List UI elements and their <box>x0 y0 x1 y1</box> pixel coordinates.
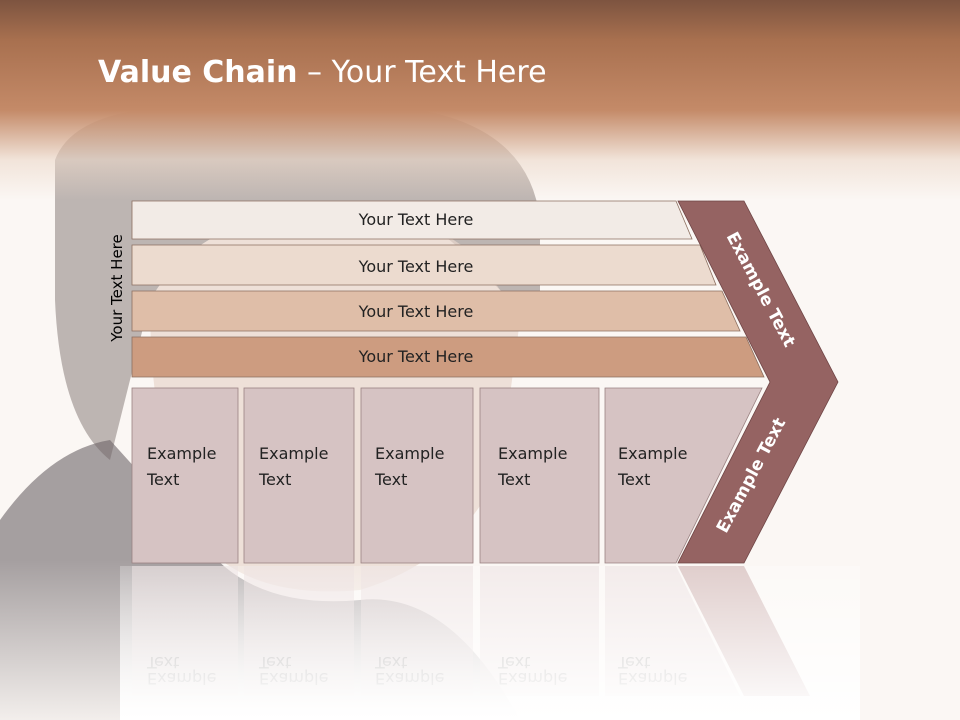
row-1: Your Text Here <box>131 200 693 240</box>
title-bold: Value Chain <box>98 55 298 90</box>
box-2-line1: Example <box>259 444 328 463</box>
box-5-line1: Example <box>618 444 687 463</box>
box-3-line1: Example <box>375 444 444 463</box>
activity-box-1: Example Text <box>131 387 239 564</box>
box-1-line1: Example <box>147 444 216 463</box>
box-4-line1: Example <box>498 444 567 463</box>
page-title: Value Chain – Your Text Here <box>98 55 547 90</box>
box-4-line2: Text <box>497 470 530 489</box>
activity-box-5: Example Text <box>604 387 763 564</box>
box-3-line2: Text <box>374 470 407 489</box>
row-4-label: Your Text Here <box>358 347 474 366</box>
row-4: Your Text Here <box>131 336 765 378</box>
activity-box-2: Example Text <box>243 387 355 564</box>
box-1-line2: Text <box>146 470 179 489</box>
row-2: Your Text Here <box>131 244 717 286</box>
activity-box-3: Example Text <box>360 387 474 564</box>
title-rest: – Your Text Here <box>297 55 547 90</box>
row-3: Your Text Here <box>131 290 741 332</box>
title-band <box>0 0 960 200</box>
side-label: Your Text Here <box>108 234 126 342</box>
row-3-label: Your Text Here <box>358 302 474 321</box>
box-2-line2: Text <box>258 470 291 489</box>
activity-box-4: Example Text <box>479 387 600 564</box>
row-2-label: Your Text Here <box>358 257 474 276</box>
box-5-line2: Text <box>617 470 650 489</box>
row-1-label: Your Text Here <box>358 210 474 229</box>
